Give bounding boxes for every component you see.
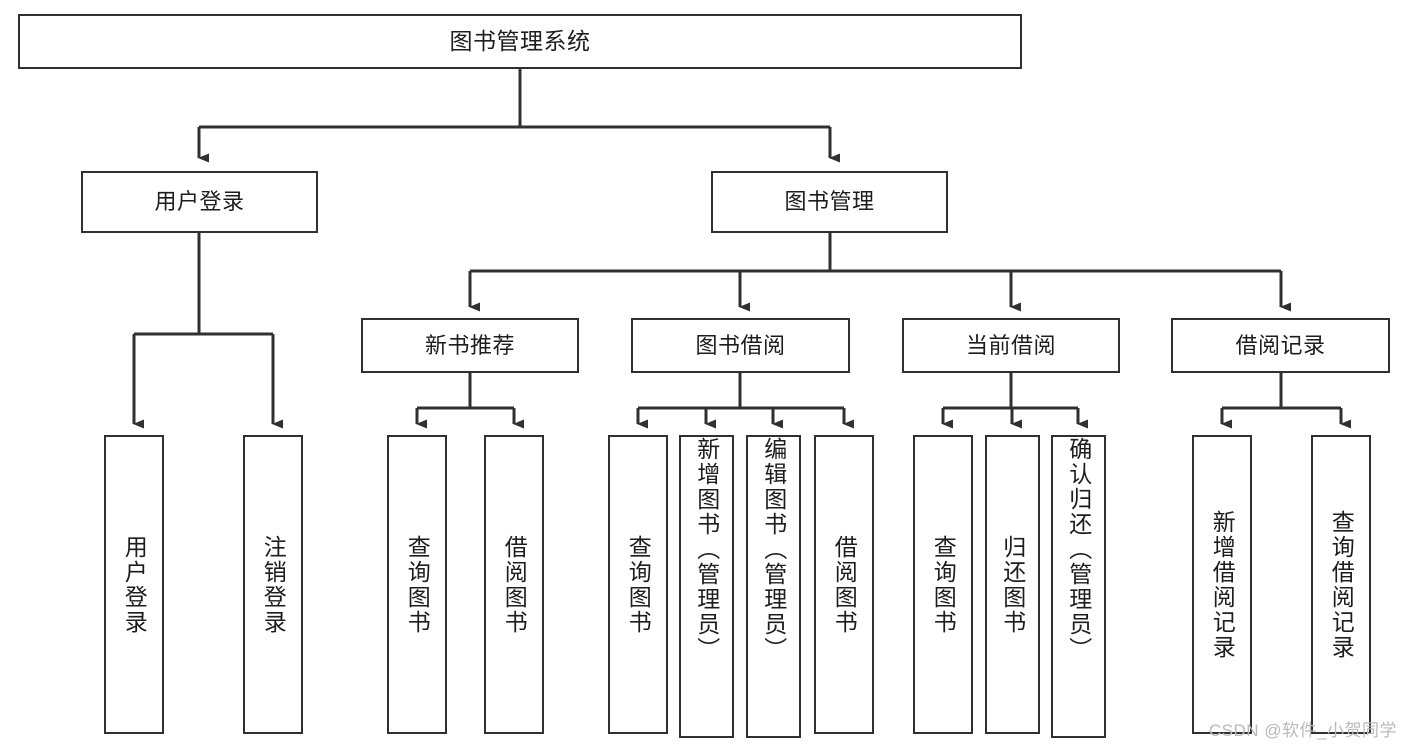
csdn-watermark: CSDN @软件_小贺同学 <box>1208 721 1397 740</box>
node-label: 借阅图书 <box>831 534 858 635</box>
node-label: 当前借阅 <box>965 332 1056 358</box>
node-label: 图书管理系统 <box>449 28 591 55</box>
leaf-node-add-borrow-record[interactable]: 新增借阅记录 <box>1192 435 1252 734</box>
node-label: 查询图书 <box>404 534 431 635</box>
leaf-node-confirm-return-admin[interactable]: 确认归还（管理员） <box>1051 435 1106 738</box>
node-user-login[interactable]: 用户登录 <box>81 171 318 233</box>
node-new-book-recommend[interactable]: 新书推荐 <box>361 318 579 373</box>
node-label: 图书借阅 <box>695 332 786 358</box>
leaf-node-logout[interactable]: 注销登录 <box>243 435 303 734</box>
leaf-node-borrow-book-recommend[interactable]: 借阅图书 <box>484 435 544 734</box>
leaf-node-return-book[interactable]: 归还图书 <box>985 435 1040 734</box>
node-label: 注销登录 <box>260 534 287 635</box>
node-label: 用户登录 <box>154 189 245 215</box>
leaf-node-query-borrow-record[interactable]: 查询借阅记录 <box>1311 435 1371 734</box>
node-label: 查询图书 <box>930 534 957 635</box>
leaf-node-query-book-recommend[interactable]: 查询图书 <box>387 435 447 734</box>
node-label: 查询借阅记录 <box>1328 509 1355 660</box>
node-book-borrow[interactable]: 图书借阅 <box>631 318 850 373</box>
node-label: 图书管理 <box>784 189 875 215</box>
leaf-node-user-login[interactable]: 用户登录 <box>104 435 164 734</box>
node-label: 借阅图书 <box>501 534 528 635</box>
node-label: 新增图书（管理员） <box>693 437 720 662</box>
node-book-management[interactable]: 图书管理 <box>711 171 948 233</box>
node-label: 确认归还（管理员） <box>1065 437 1092 662</box>
node-current-borrow[interactable]: 当前借阅 <box>902 318 1120 373</box>
leaf-node-query-book-current[interactable]: 查询图书 <box>913 435 973 734</box>
node-label: 编辑图书（管理员） <box>760 437 787 662</box>
node-label: 查询图书 <box>625 534 652 635</box>
leaf-node-query-book-borrow[interactable]: 查询图书 <box>608 435 668 734</box>
node-label: 借阅记录 <box>1235 332 1326 358</box>
node-borrow-records[interactable]: 借阅记录 <box>1171 318 1390 373</box>
node-label: 新增借阅记录 <box>1209 509 1236 660</box>
node-label: 归还图书 <box>999 534 1026 635</box>
node-label: 新书推荐 <box>424 332 515 358</box>
node-book-management-system[interactable]: 图书管理系统 <box>18 14 1022 69</box>
leaf-node-edit-book-admin[interactable]: 编辑图书（管理员） <box>746 435 801 738</box>
node-label: 用户登录 <box>121 534 148 635</box>
leaf-node-add-book-admin[interactable]: 新增图书（管理员） <box>679 435 734 738</box>
leaf-node-borrow-book[interactable]: 借阅图书 <box>814 435 874 734</box>
